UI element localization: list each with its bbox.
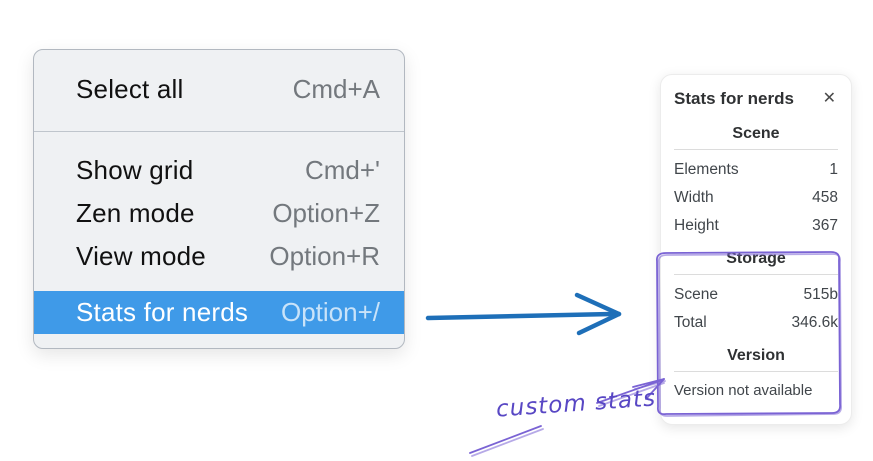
menu-item-select-all[interactable]: Select all Cmd+A xyxy=(34,68,404,111)
stat-row-total-storage: Total 346.6k xyxy=(674,309,838,337)
menu-group-bottom: Show grid Cmd+' Zen mode Option+Z View m… xyxy=(34,132,404,334)
section-heading-scene: Scene xyxy=(732,125,780,142)
stat-label: Width xyxy=(674,189,714,206)
stat-label: Elements xyxy=(674,161,739,178)
stat-value: 458 xyxy=(812,189,838,206)
menu-item-shortcut: Option+Z xyxy=(272,198,380,228)
menu-item-zen-mode[interactable]: Zen mode Option+Z xyxy=(34,192,404,235)
menu-item-label: Select all xyxy=(76,74,184,104)
menu-item-label: View mode xyxy=(76,241,206,271)
stats-panel: Stats for nerds ✕ Scene Elements 1 Width… xyxy=(660,74,852,425)
stat-label: Height xyxy=(674,217,719,234)
stat-row-height: Height 367 xyxy=(674,212,838,240)
stats-panel-header: Stats for nerds ✕ xyxy=(674,89,838,109)
menu-item-shortcut: Option+/ xyxy=(280,296,380,327)
blue-arrow xyxy=(425,292,622,336)
stat-row-width: Width 458 xyxy=(674,184,838,212)
menu-item-shortcut: Cmd+' xyxy=(304,155,380,185)
menu-group-top: Select all Cmd+A xyxy=(34,50,404,131)
section-divider xyxy=(674,274,838,275)
stat-row-scene-storage: Scene 515b xyxy=(674,281,838,309)
menu-item-label: Zen mode xyxy=(76,198,195,228)
section-heading-version: Version xyxy=(727,347,785,364)
stat-value: 346.6k xyxy=(791,314,838,331)
stat-value: 1 xyxy=(829,161,838,178)
stats-panel-title: Stats for nerds xyxy=(674,89,794,108)
menu-item-stats-for-nerds[interactable]: Stats for nerds Option+/ xyxy=(34,290,404,334)
menu-item-label: Show grid xyxy=(76,155,194,185)
section-divider xyxy=(674,371,838,372)
menu-divider xyxy=(34,131,404,132)
menu-item-view-mode[interactable]: View mode Option+R xyxy=(34,235,404,278)
version-note: Version not available xyxy=(674,382,813,399)
stat-label: Total xyxy=(674,314,707,331)
stat-row-elements: Elements 1 xyxy=(674,156,838,184)
section-heading-storage: Storage xyxy=(726,250,786,267)
menu-item-label: Stats for nerds xyxy=(76,296,249,327)
menu-item-shortcut: Option+R xyxy=(269,241,380,271)
stat-label: Scene xyxy=(674,286,718,303)
context-menu: Select all Cmd+A Show grid Cmd+' Zen mod… xyxy=(33,49,405,349)
menu-item-show-grid[interactable]: Show grid Cmd+' xyxy=(34,149,404,192)
section-divider xyxy=(674,149,838,150)
stat-value: 367 xyxy=(812,217,838,234)
stat-value: 515b xyxy=(803,286,838,303)
custom-stats-annotation: custom stats xyxy=(495,385,657,423)
close-icon[interactable]: ✕ xyxy=(822,90,836,107)
menu-item-shortcut: Cmd+A xyxy=(292,74,380,104)
